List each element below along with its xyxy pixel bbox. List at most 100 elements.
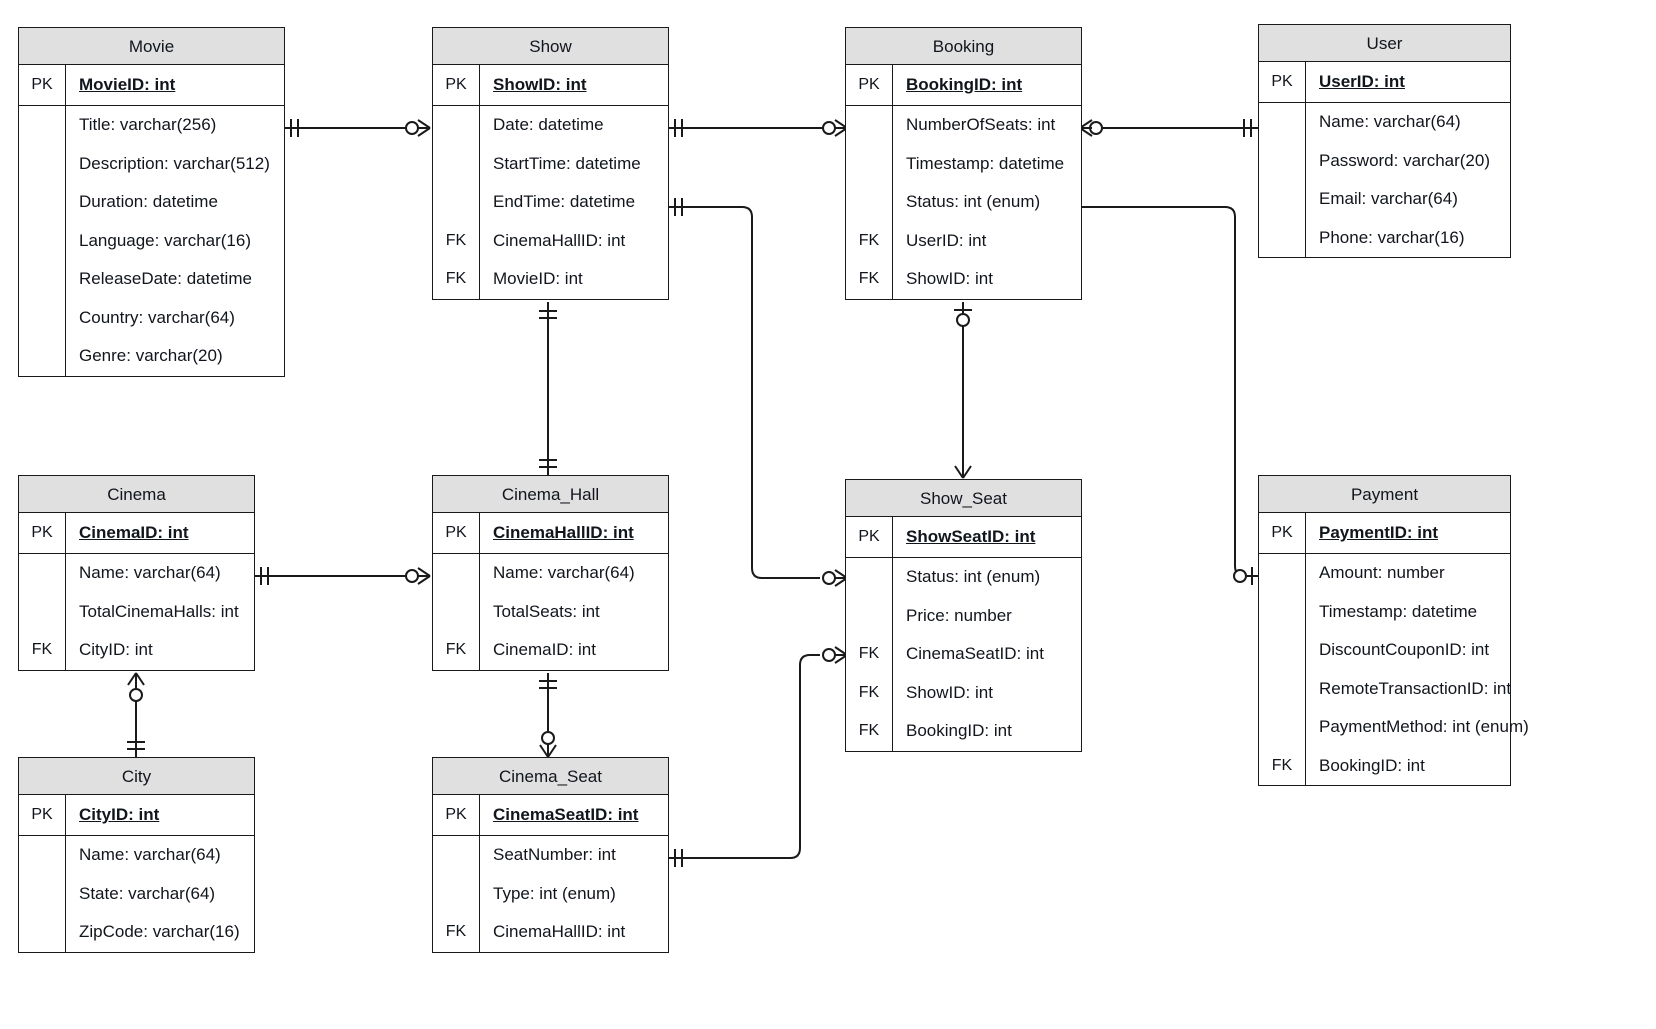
table-row[interactable]: Price: number xyxy=(846,596,1081,635)
table-row[interactable]: PK CinemaHallID: int xyxy=(433,513,668,554)
table-row[interactable]: Timestamp: datetime xyxy=(846,144,1081,183)
table-row[interactable]: Status: int (enum) xyxy=(846,558,1081,597)
field-name: UserID: int xyxy=(906,230,987,250)
table-row[interactable]: Password: varchar(20) xyxy=(1259,141,1510,180)
field-name: ShowSeatID: int xyxy=(906,527,1036,546)
field-name: CityID: int xyxy=(79,640,153,660)
table-row[interactable]: Name: varchar(64) xyxy=(19,554,254,593)
table-row[interactable]: FK UserID: int xyxy=(846,221,1081,260)
table-row[interactable]: PK ShowSeatID: int xyxy=(846,517,1081,558)
entity-booking[interactable]: Booking PK BookingID: int NumberOfSeats:… xyxy=(845,27,1082,300)
field-name: Amount: number xyxy=(1319,563,1445,583)
table-row[interactable]: Name: varchar(64) xyxy=(1259,103,1510,142)
key-badge xyxy=(1259,554,1306,593)
table-row[interactable]: PK BookingID: int xyxy=(846,65,1081,106)
table-row[interactable]: PK ShowID: int xyxy=(433,65,668,106)
field-name: Duration: datetime xyxy=(79,192,218,212)
table-row[interactable]: StartTime: datetime xyxy=(433,144,668,183)
table-row[interactable]: DiscountCouponID: int xyxy=(1259,631,1510,670)
rel-show-cinemahall xyxy=(539,302,557,475)
table-row[interactable]: TotalCinemaHalls: int xyxy=(19,592,254,631)
entity-user[interactable]: User PK UserID: int Name: varchar(64) Pa… xyxy=(1258,24,1511,258)
table-row[interactable]: PK MovieID: int xyxy=(19,65,284,106)
entity-movie[interactable]: Movie PK MovieID: int Title: varchar(256… xyxy=(18,27,285,377)
table-row[interactable]: FK MovieID: int xyxy=(433,260,668,299)
key-badge xyxy=(19,106,66,145)
entity-fields: PK CinemaHallID: int Name: varchar(64) T… xyxy=(433,513,668,670)
field-name: Status: int (enum) xyxy=(906,192,1041,212)
field-name: Type: int (enum) xyxy=(493,883,616,903)
entity-title: Show_Seat xyxy=(846,480,1081,517)
field-name: TotalSeats: int xyxy=(493,601,600,621)
table-row[interactable]: FK CinemaHallID: int xyxy=(433,221,668,260)
field-name: UserID: int xyxy=(1319,72,1405,91)
table-row[interactable]: Duration: datetime xyxy=(19,183,284,222)
entity-fields: PK CityID: int Name: varchar(64) State: … xyxy=(19,795,254,952)
rel-booking-user xyxy=(1079,119,1258,137)
table-row[interactable]: PaymentMethod: int (enum) xyxy=(1259,708,1529,747)
table-row[interactable]: PK UserID: int xyxy=(1259,62,1510,103)
table-row[interactable]: Description: varchar(512) xyxy=(19,144,284,183)
entity-title: Booking xyxy=(846,28,1081,65)
table-row[interactable]: ReleaseDate: datetime xyxy=(19,260,284,299)
table-row[interactable]: ZipCode: varchar(16) xyxy=(19,913,254,952)
table-row[interactable]: PK CityID: int xyxy=(19,795,254,836)
field-name: MovieID: int xyxy=(493,269,583,289)
table-row[interactable]: NumberOfSeats: int xyxy=(846,106,1081,145)
table-row[interactable]: TotalSeats: int xyxy=(433,592,668,631)
field-name: Description: varchar(512) xyxy=(79,153,270,173)
field-name: NumberOfSeats: int xyxy=(906,115,1056,135)
table-row[interactable]: SeatNumber: int xyxy=(433,836,668,875)
table-row[interactable]: FK ShowID: int xyxy=(846,260,1081,299)
field-name: ShowID: int xyxy=(906,682,993,702)
entity-fields: PK MovieID: int Title: varchar(256) Desc… xyxy=(19,65,284,376)
table-row[interactable]: Date: datetime xyxy=(433,106,668,145)
table-row[interactable]: Country: varchar(64) xyxy=(19,298,284,337)
table-row[interactable]: Genre: varchar(20) xyxy=(19,337,284,376)
table-row[interactable]: Timestamp: datetime xyxy=(1259,592,1510,631)
table-row[interactable]: Status: int (enum) xyxy=(846,183,1081,222)
table-row[interactable]: State: varchar(64) xyxy=(19,874,254,913)
table-row[interactable]: PK PaymentID: int xyxy=(1259,513,1510,554)
entity-fields: PK ShowSeatID: int Status: int (enum) Pr… xyxy=(846,517,1081,751)
entity-show[interactable]: Show PK ShowID: int Date: datetime Start… xyxy=(432,27,669,300)
key-badge xyxy=(846,596,893,635)
field-name: ZipCode: varchar(16) xyxy=(79,922,240,942)
table-row[interactable]: Phone: varchar(16) xyxy=(1259,218,1510,257)
table-row[interactable]: EndTime: datetime xyxy=(433,183,668,222)
key-badge: PK xyxy=(1259,62,1306,102)
key-badge xyxy=(1259,103,1306,142)
table-row[interactable]: PK CinemaSeatID: int xyxy=(433,795,668,836)
key-badge: FK xyxy=(1259,746,1306,785)
table-row[interactable]: FK ShowID: int xyxy=(846,673,1081,712)
entity-cinema-seat[interactable]: Cinema_Seat PK CinemaSeatID: int SeatNum… xyxy=(432,757,669,953)
table-row[interactable]: FK BookingID: int xyxy=(846,712,1081,751)
entity-title: Payment xyxy=(1259,476,1510,513)
key-badge: FK xyxy=(846,260,893,299)
table-row[interactable]: Email: varchar(64) xyxy=(1259,180,1510,219)
table-row[interactable]: RemoteTransactionID: int xyxy=(1259,669,1511,708)
table-row[interactable]: FK CityID: int xyxy=(19,631,254,670)
table-row[interactable]: Amount: number xyxy=(1259,554,1510,593)
table-row[interactable]: PK CinemaID: int xyxy=(19,513,254,554)
key-badge xyxy=(433,106,480,145)
table-row[interactable]: Title: varchar(256) xyxy=(19,106,284,145)
entity-cinema-hall[interactable]: Cinema_Hall PK CinemaHallID: int Name: v… xyxy=(432,475,669,671)
field-name: StartTime: datetime xyxy=(493,153,641,173)
key-badge xyxy=(1259,180,1306,219)
table-row[interactable]: FK BookingID: int xyxy=(1259,746,1510,785)
entity-cinema[interactable]: Cinema PK CinemaID: int Name: varchar(64… xyxy=(18,475,255,671)
table-row[interactable]: Language: varchar(16) xyxy=(19,221,284,260)
entity-payment[interactable]: Payment PK PaymentID: int Amount: number… xyxy=(1258,475,1529,786)
entity-title: Cinema xyxy=(19,476,254,513)
entity-show-seat[interactable]: Show_Seat PK ShowSeatID: int Status: int… xyxy=(845,479,1082,752)
entity-city[interactable]: City PK CityID: int Name: varchar(64) St… xyxy=(18,757,255,953)
table-row[interactable]: FK CinemaHallID: int xyxy=(433,913,668,952)
table-row[interactable]: Name: varchar(64) xyxy=(433,554,668,593)
key-badge xyxy=(1259,669,1306,708)
table-row[interactable]: FK CinemaSeatID: int xyxy=(846,635,1081,674)
table-row[interactable]: Type: int (enum) xyxy=(433,874,668,913)
table-row[interactable]: Name: varchar(64) xyxy=(19,836,254,875)
table-row[interactable]: FK CinemaID: int xyxy=(433,631,668,670)
field-name: Status: int (enum) xyxy=(906,567,1041,587)
